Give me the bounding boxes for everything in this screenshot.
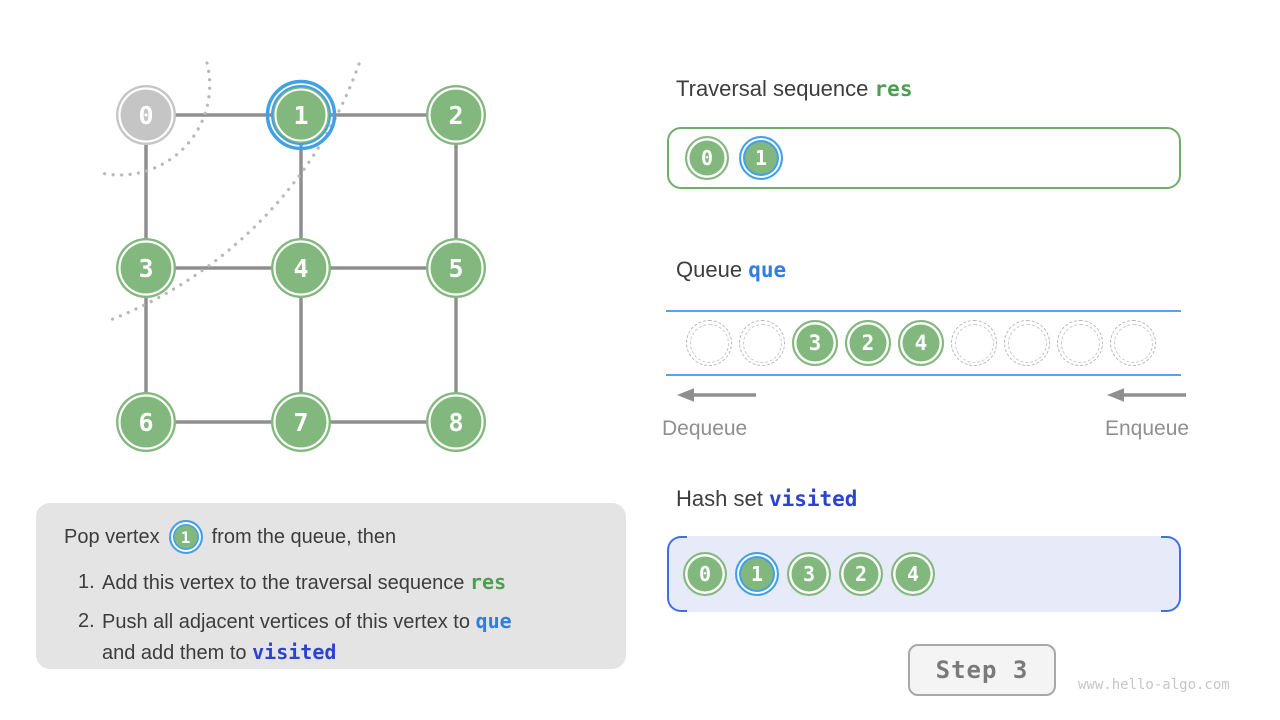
svg-text:1: 1 [293,101,308,130]
svg-text:8: 8 [448,408,463,437]
dequeue-arrow-icon [677,388,756,402]
queue-slot-empty [1110,320,1156,366]
note-vertex-chip: 1 [168,520,203,554]
note-item-2-marker: 2. [78,610,95,632]
svg-text:4: 4 [293,254,308,283]
graph-node-0: 0 [116,85,176,145]
note-item-1-text: Add this vertex to the traversal sequenc… [102,570,507,594]
visited-item-3: 2 [839,552,883,596]
res-item-0: 0 [685,136,729,180]
visited-item-1: 1 [735,552,779,596]
queue-slot-empty [686,320,732,366]
explanation-box: Pop vertex 1 from the queue, then 1. Add… [36,503,626,669]
note-item-2: 2. Push all adjacent vertices of this ve… [78,606,606,668]
svg-text:0: 0 [138,101,153,130]
visited-container: 0 1 3 2 4 [667,536,1181,612]
queue-top-line [666,310,1181,312]
bfs-level-arc-outer [103,62,361,324]
code-visited: visited [252,640,337,664]
note-item-1-marker: 1. [78,571,95,593]
visited-code-label: visited [768,487,858,511]
visited-item-2: 3 [787,552,831,596]
note-line-pop: Pop vertex 1 from the queue, then [64,519,606,555]
svg-text:3: 3 [138,254,153,283]
svg-text:6: 6 [138,408,153,437]
graph-node-4: 4 [271,238,331,298]
note-pop-prefix: Pop vertex [64,525,160,548]
note-item-1: 1. Add this vertex to the traversal sequ… [78,567,606,598]
queue-slot-filled: 4 [898,320,944,366]
graph-node-2: 2 [426,85,486,145]
graph-node-7: 7 [271,392,331,452]
watermark: www.hello-algo.com [1078,677,1230,693]
res-section-title: Traversal sequence res [676,76,913,101]
res-container: 0 1 [667,127,1181,189]
queue-slot-filled: 3 [792,320,838,366]
bfs-level-arcs [99,61,361,324]
queue-bottom-line [666,374,1181,376]
queue-slot-empty [951,320,997,366]
res-item-1: 1 [739,136,783,180]
graph-node-6: 6 [116,392,176,452]
queue-section-title: Queue que [676,257,787,282]
queue-code-label: que [748,258,787,282]
code-res: res [469,570,507,594]
svg-text:2: 2 [448,101,463,130]
graph-node-8: 8 [426,392,486,452]
visited-item-0: 0 [683,552,727,596]
bfs-level-arc-inner [99,61,212,177]
queue-slots: 3 2 4 [686,320,1156,366]
svg-text:7: 7 [293,408,308,437]
dequeue-label: Dequeue [662,417,748,440]
graph-node-1: 1 [265,79,337,151]
res-code-label: res [874,77,913,101]
enqueue-arrow-icon [1107,388,1186,402]
queue-slot-empty [1004,320,1050,366]
note-pop-suffix: from the queue, then [211,525,397,548]
graph-node-5: 5 [426,238,486,298]
note-item-2-text: Push all adjacent vertices of this verte… [102,609,512,664]
queue-slot-filled: 2 [845,320,891,366]
queue-slot-empty [739,320,785,366]
code-que: que [475,609,512,633]
step-button[interactable]: Step 3 [908,644,1056,696]
visited-item-4: 4 [891,552,935,596]
graph-node-3: 3 [116,238,176,298]
enqueue-label: Enqueue [1105,417,1190,440]
queue-slot-empty [1057,320,1103,366]
visited-section-title: Hash set visited [676,486,858,511]
note-list: 1. Add this vertex to the traversal sequ… [78,567,606,668]
svg-text:5: 5 [448,254,463,283]
graph-canvas: 0 1 2 3 4 5 6 7 [99,61,486,452]
